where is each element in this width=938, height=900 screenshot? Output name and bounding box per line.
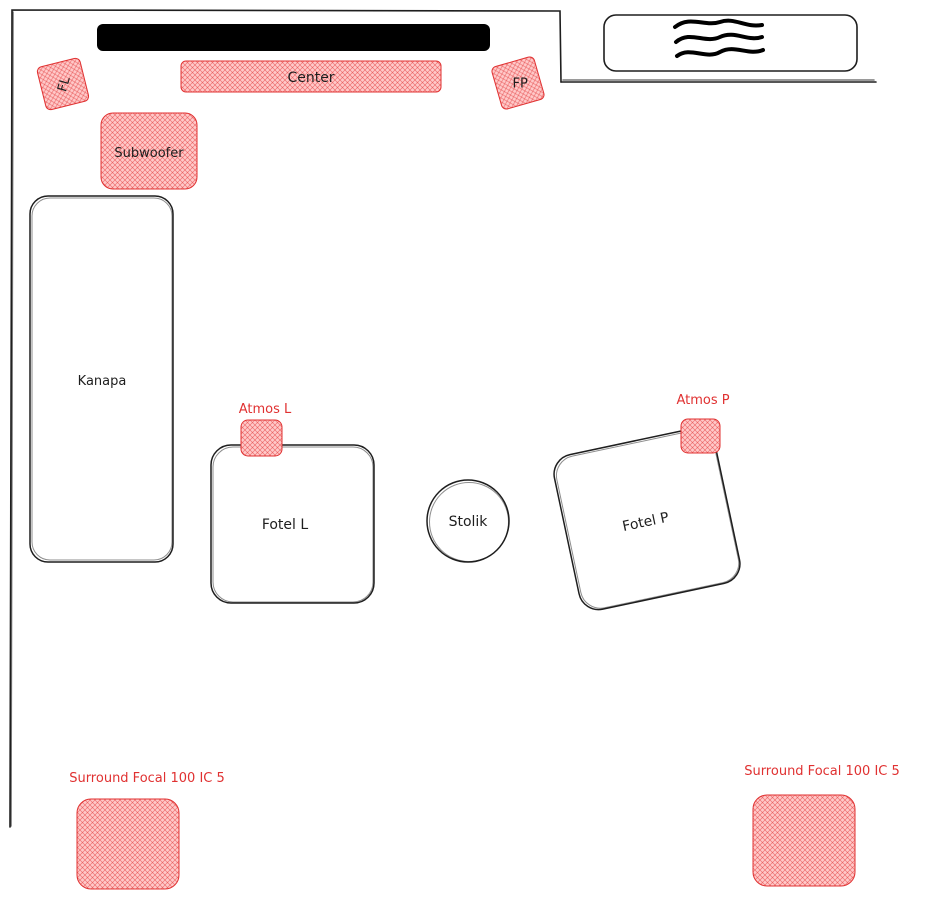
fireplace [603,14,858,72]
fl-label: FL [55,75,74,94]
center-speaker: Center [180,60,442,93]
surround-right-speaker: Surround Focal 100 IC 5 [744,764,900,887]
armchair-left: Fotel L [210,444,375,604]
armchair-right-label: Fotel P [621,510,670,535]
armchair-left-label: Fotel L [262,517,309,533]
subwoofer-label: Subwoofer [114,146,184,161]
surround-left-speaker: Surround Focal 100 IC 5 [69,771,225,890]
atmos-left-label: Atmos L [239,402,292,417]
sofa: Kanapa [29,195,174,563]
wave-lines-icon [673,18,765,58]
atmos-right-speaker: Atmos P [676,393,730,454]
atmos-right-label: Atmos P [676,393,729,408]
fp-speaker: FP [491,56,545,110]
center-label: Center [287,70,334,86]
atmos-left-speaker: Atmos L [239,402,292,457]
subwoofer: Subwoofer [100,112,198,190]
room-walls [9,9,877,828]
fp-label: FP [513,76,528,91]
surround-right-label: Surround Focal 100 IC 5 [744,764,900,779]
sofa-label: Kanapa [78,374,127,389]
coffee-table-label: Stolik [449,514,489,530]
tv-screen [97,24,490,51]
surround-left-label: Surround Focal 100 IC 5 [69,771,225,786]
fl-speaker: FL [36,57,90,111]
coffee-table: Stolik [426,479,510,563]
